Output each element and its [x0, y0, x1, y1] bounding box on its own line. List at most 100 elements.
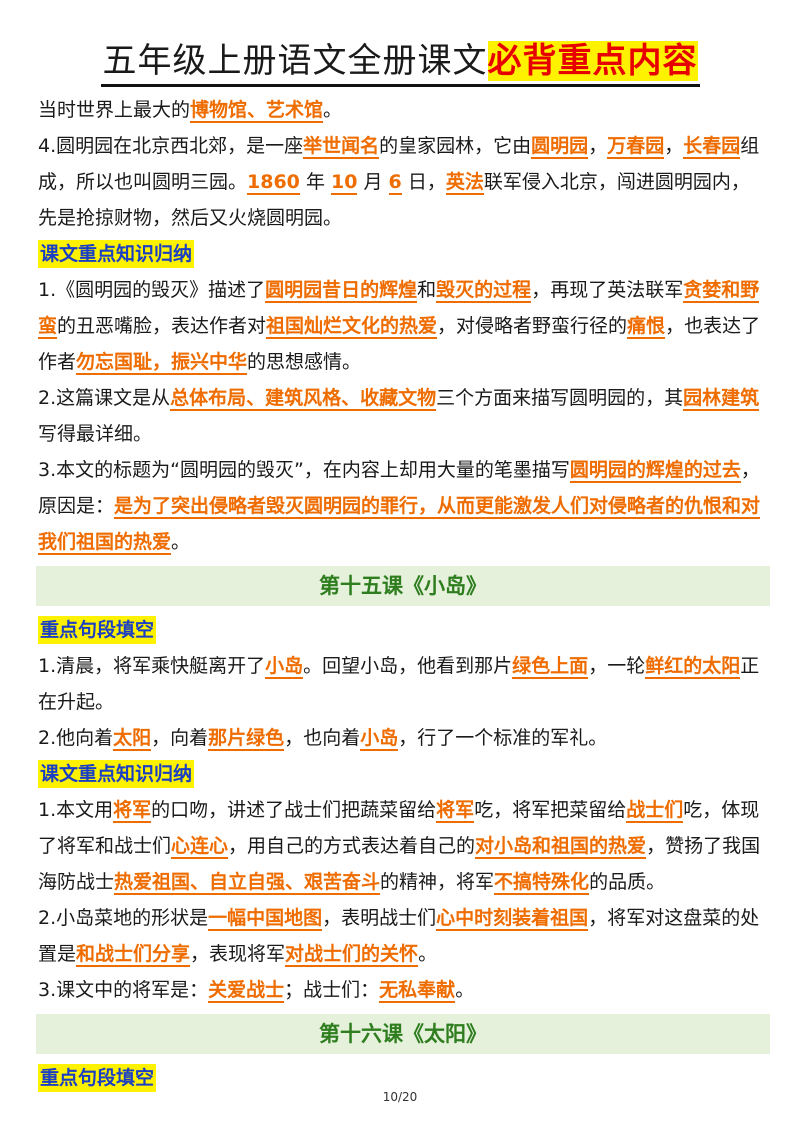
key-answer: 长春园 — [683, 135, 741, 159]
key-answer: 总体布局、建筑风格、收藏文物 — [170, 387, 437, 411]
section-heading: 重点句段填空 — [38, 616, 157, 644]
key-answer: 祖国灿烂文化的热爱 — [266, 315, 438, 339]
key-answer: 园林建筑 — [683, 387, 760, 411]
text-run: 2.小岛菜地的形状是 — [38, 907, 209, 929]
key-answer: 痛恨 — [627, 315, 666, 339]
text-run: 联军侵入北京，闯进圆明园内，先是抢掠财物，然后又火烧圆明园。 — [38, 171, 750, 229]
text-run: 2.他向着 — [38, 727, 114, 749]
key-answer: 将军 — [436, 799, 475, 823]
key-answer: 圆明园昔日的辉煌 — [265, 279, 418, 303]
lesson-banner: 第十六课《太阳》 — [36, 1014, 770, 1054]
key-answer: 万春园 — [607, 135, 665, 159]
text-run: ，再现了英法联军 — [531, 279, 684, 301]
key-answer: 圆明园 — [531, 135, 589, 159]
key-answer: 圆明园的辉煌的过去 — [569, 459, 741, 483]
text-run: ，也向着 — [284, 727, 361, 749]
paragraph: 3.本文的标题为“圆明园的毁灭”，在内容上却用大量的笔墨描写圆明园的辉煌的过去，… — [38, 452, 768, 560]
title-text: 五年级上册语文全册课文必背重点内容 — [100, 38, 700, 87]
text-run: 4.圆明园在北京西北郊，是一座 — [38, 135, 304, 157]
key-answer: 勿忘国耻，振兴中华 — [76, 351, 248, 375]
paragraph: 2.小岛菜地的形状是一幅中国地图，表明战士们心中时刻装着祖国，将军对这盘菜的处置… — [38, 900, 768, 972]
text-run: 年 — [299, 171, 331, 193]
text-run: 三个方面来描写圆明园的，其 — [436, 387, 684, 409]
lesson-title: 第十五课《小岛》 — [319, 574, 487, 598]
key-answer: 心连心 — [171, 835, 229, 859]
key-answer: 无私奉献 — [379, 979, 456, 1003]
section-heading: 课文重点知识归纳 — [38, 760, 195, 788]
text-run: ，用自己的方式表达着自己的 — [228, 835, 476, 857]
key-answer: 关爱战士 — [208, 979, 285, 1003]
text-run: 吃，体现了将军和战士们 — [38, 799, 760, 857]
text-run: ，将军对这盘菜的处置是 — [38, 907, 760, 965]
document-content: 当时世界上最大的博物馆、艺术馆。4.圆明园在北京西北郊，是一座举世闻名的皇家园林… — [36, 92, 770, 1096]
text-run: ， — [588, 135, 608, 157]
key-answer: 毁灭的过程 — [436, 279, 532, 303]
text-run: ，赞扬了我国海防战士 — [38, 835, 761, 893]
paragraph: 1.《圆明园的毁灭》描述了圆明园昔日的辉煌和毁灭的过程，再现了英法联军贪婪和野蛮… — [38, 272, 768, 380]
text-run: 。 — [323, 99, 343, 121]
key-answer: 10 — [331, 171, 358, 195]
text-run: 和 — [417, 279, 437, 301]
title-highlight: 必背重点内容 — [487, 41, 698, 81]
page-number: 10/20 — [382, 1090, 418, 1104]
text-run: 的丑恶嘴脸，表达作者对 — [57, 315, 267, 337]
text-run: 1.《圆明园的毁灭》描述了 — [38, 279, 266, 301]
paragraph: 1.清晨，将军乘快艇离开了小岛。回望小岛，他看到那片绿色上面，一轮鲜红的太阳正在… — [38, 648, 768, 720]
text-run: ，行了一个标准的军礼。 — [398, 727, 608, 749]
key-answer: 6 — [388, 171, 402, 195]
text-run: ，表现将军 — [190, 943, 286, 965]
section-heading: 重点句段填空 — [38, 1064, 157, 1092]
key-answer: 和战士们分享 — [76, 943, 191, 967]
text-run: 2.这篇课文是从 — [38, 387, 171, 409]
text-run: 的思想感情。 — [247, 351, 362, 373]
text-run: ；战士们： — [284, 979, 380, 1001]
key-answer: 1860 — [247, 171, 300, 195]
key-answer: 太阳 — [113, 727, 152, 751]
text-run: 。 — [418, 943, 438, 965]
paragraph: 2.这篇课文是从总体布局、建筑风格、收藏文物三个方面来描写圆明园的，其园林建筑写… — [38, 380, 768, 452]
text-run: 吃，将军把菜留给 — [474, 799, 627, 821]
key-answer: 不搞特殊化 — [494, 871, 590, 895]
text-run: 月 — [357, 171, 389, 193]
paragraph: 3.课文中的将军是：关爱战士；战士们：无私奉献。 — [38, 972, 768, 1008]
lesson-title: 第十六课《太阳》 — [319, 1022, 487, 1046]
text-run: ，对侵略者野蛮行径的 — [437, 315, 628, 337]
paragraph: 2.他向着太阳，向着那片绿色，也向着小岛，行了一个标准的军礼。 — [38, 720, 768, 756]
text-run: ，一轮 — [588, 655, 646, 677]
text-run: ，原因是： — [38, 459, 760, 517]
text-run: 3.课文中的将军是： — [38, 979, 209, 1001]
key-answer: 对小岛和祖国的热爱 — [475, 835, 647, 859]
key-answer: 贪婪和野蛮 — [38, 279, 760, 339]
key-answer: 那片绿色 — [208, 727, 285, 751]
text-run: 的品质。 — [589, 871, 666, 893]
text-run: 的皇家园林，它由 — [379, 135, 532, 157]
paragraph: 1.本文用将军的口吻，讲述了战士们把蔬菜留给将军吃，将军把菜留给战士们吃，体现了… — [38, 792, 768, 900]
text-run: ，表明战士们 — [322, 907, 437, 929]
text-run: 。 — [171, 531, 191, 553]
page-title: 五年级上册语文全册课文必背重点内容 — [0, 38, 800, 87]
key-answer: 心中时刻装着祖国 — [436, 907, 589, 931]
paragraph: 当时世界上最大的博物馆、艺术馆。 — [38, 92, 768, 128]
key-answer: 将军 — [113, 799, 152, 823]
text-run: 3.本文的标题为“圆明园的毁灭”，在内容上却用大量的笔墨描写 — [38, 459, 570, 481]
text-run: ，也表达了作者 — [38, 315, 761, 373]
text-run: 正在升起。 — [38, 655, 760, 713]
key-answer: 举世闻名 — [303, 135, 380, 159]
lesson-banner: 第十五课《小岛》 — [36, 566, 770, 606]
text-run: 的精神，将军 — [380, 871, 495, 893]
key-answer: 绿色上面 — [512, 655, 589, 679]
key-answer: 小岛 — [360, 727, 399, 751]
section-heading: 课文重点知识归纳 — [38, 240, 195, 268]
key-answer: 一幅中国地图 — [208, 907, 323, 931]
key-answer: 博物馆、艺术馆 — [190, 99, 324, 123]
text-run: 组成，所以也叫圆明三园。 — [38, 135, 760, 193]
text-run: 。 — [455, 979, 475, 1001]
key-answer: 热爱祖国、自立自强、艰苦奋斗 — [114, 871, 381, 895]
text-run: 的口吻，讲述了战士们把蔬菜留给 — [151, 799, 437, 821]
paragraph: 4.圆明园在北京西北郊，是一座举世闻名的皇家园林，它由圆明园，万春园，长春园组成… — [38, 128, 768, 236]
key-answer: 小岛 — [265, 655, 304, 679]
text-run: 当时世界上最大的 — [38, 99, 191, 121]
text-run: 。回望小岛，他看到那片 — [303, 655, 513, 677]
text-run: 1.清晨，将军乘快艇离开了 — [38, 655, 266, 677]
